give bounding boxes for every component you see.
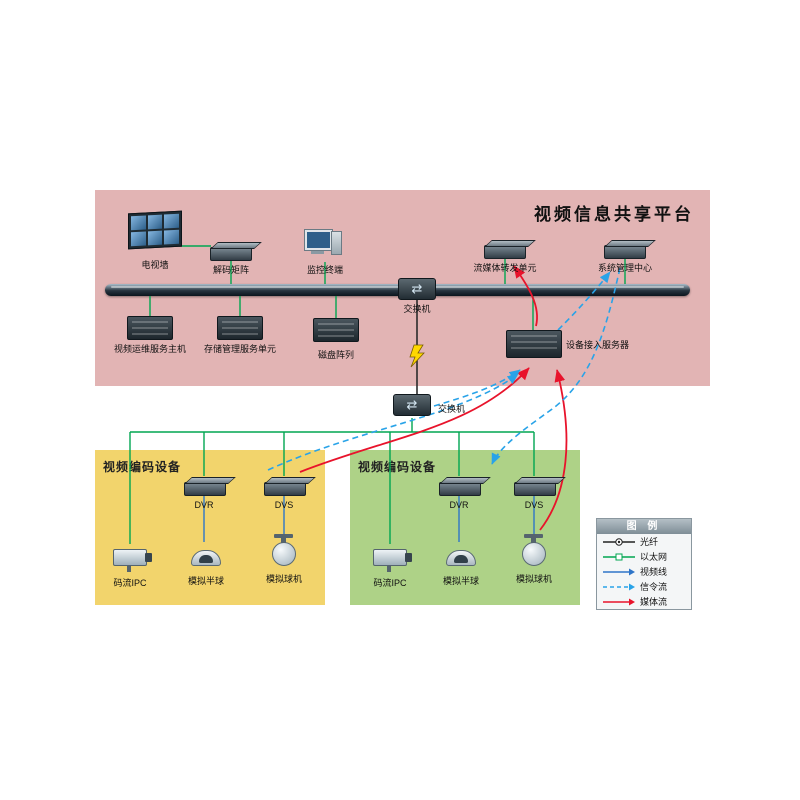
- om-host-icon: [127, 316, 173, 340]
- device-decoder: 解码矩阵: [208, 240, 254, 276]
- device-storage-unit: 存储管理服务单元: [198, 316, 282, 355]
- device-om-host: 视频运维服务主机: [108, 316, 192, 355]
- disk-array-icon: [313, 318, 359, 342]
- dvr-icon: [184, 482, 226, 496]
- device-stream-unit: 流媒体转发单元: [465, 238, 545, 274]
- media-line-icon: [603, 598, 635, 605]
- storage-unit-label: 存储管理服务单元: [203, 344, 276, 354]
- screen-cell: [131, 231, 146, 247]
- device-switch-top: ⇄ 交换机: [397, 278, 437, 315]
- screen-cell: [147, 214, 163, 230]
- screen-cell: [164, 229, 179, 245]
- disk-array-label: 磁盘阵列: [317, 350, 354, 360]
- screen-cell: [131, 215, 146, 231]
- device-ipc-right: 码流IPC: [366, 544, 414, 589]
- dome-label: 模拟半球: [442, 576, 479, 586]
- box-camera-icon: [113, 549, 152, 572]
- legend-item-media: 媒体流: [597, 594, 691, 609]
- access-server-icon: [506, 330, 562, 358]
- device-monitor-terminal: 监控终端: [299, 230, 351, 276]
- ball-label: 模拟球机: [265, 574, 302, 584]
- decoder-icon: [210, 247, 252, 261]
- stream-unit-label: 流媒体转发单元: [473, 263, 537, 273]
- device-ball-right: 模拟球机: [514, 532, 554, 585]
- monitor-screen-icon: [305, 230, 332, 250]
- encoder-zone-left: 视频编码设备: [95, 450, 325, 605]
- device-disk-array: 磁盘阵列: [306, 318, 366, 361]
- device-dvs-left: DVS: [264, 475, 306, 511]
- ptz-camera-icon: [522, 534, 546, 566]
- device-tv-wall: 电视墙: [125, 210, 185, 271]
- access-server-label: 设备接入服务器: [566, 340, 630, 350]
- switch-bottom-label: 交换机: [438, 404, 466, 414]
- dvs-icon: [264, 482, 306, 496]
- legend-label: 以太网: [640, 552, 668, 562]
- screen-cell: [164, 213, 179, 229]
- device-ball-left: 模拟球机: [264, 532, 304, 585]
- decoder-label: 解码矩阵: [212, 265, 249, 275]
- legend-label: 视频线: [640, 567, 668, 577]
- switch-icon: ⇄: [393, 394, 431, 416]
- legend-item-fiber: 光纤: [597, 534, 691, 549]
- dvr-label: DVR: [194, 500, 214, 510]
- device-sys-center: 系统管理中心: [585, 238, 665, 274]
- ethernet-line-icon: [603, 553, 635, 560]
- legend-label: 媒体流: [640, 597, 668, 607]
- box-camera-icon: [373, 549, 412, 572]
- pc-tower-icon: [331, 231, 342, 255]
- dome-label: 模拟半球: [187, 576, 224, 586]
- device-dvs-right: DVS: [514, 475, 556, 511]
- device-ipc-left: 码流IPC: [106, 544, 154, 589]
- legend-item-ethernet: 以太网: [597, 549, 691, 564]
- switch-top-label: 交换机: [403, 304, 431, 314]
- dvr-icon: [439, 482, 481, 496]
- dvr-label: DVR: [449, 500, 469, 510]
- legend: 图 例 光纤 以太网 视频线: [596, 518, 692, 610]
- monitor-terminal-label: 监控终端: [306, 265, 343, 275]
- legend-label: 信令流: [640, 582, 668, 592]
- device-access-server: [506, 330, 562, 358]
- ipc-label: 码流IPC: [373, 578, 407, 588]
- dvs-label: DVS: [274, 500, 294, 510]
- switch-icon: ⇄: [398, 278, 436, 300]
- monitor-terminal-icon: [305, 230, 345, 257]
- fiber-line-icon: [603, 537, 635, 546]
- sys-center-label: 系统管理中心: [597, 263, 652, 273]
- device-dvr-right: DVR: [439, 475, 481, 511]
- video-line-icon: [603, 568, 635, 575]
- screen-cell: [147, 230, 163, 246]
- monitor-stand-icon: [311, 251, 324, 254]
- encoder-zone-left-title: 视频编码设备: [103, 460, 182, 474]
- ball-label: 模拟球机: [515, 574, 552, 584]
- tv-wall-icon: [128, 210, 182, 250]
- legend-label: 光纤: [640, 537, 659, 547]
- dome-camera-icon: [446, 550, 476, 566]
- signal-line-icon: [603, 583, 635, 590]
- dome-camera-icon: [191, 550, 221, 566]
- legend-item-signal: 信令流: [597, 579, 691, 594]
- platform-title: 视频信息共享平台: [534, 205, 694, 224]
- device-dvr-left: DVR: [184, 475, 226, 511]
- ptz-camera-icon: [272, 534, 296, 566]
- switch-arrows-icon: ⇄: [411, 281, 423, 296]
- om-host-label: 视频运维服务主机: [113, 344, 186, 354]
- dvs-label: DVS: [524, 500, 544, 510]
- ipc-label: 码流IPC: [113, 578, 147, 588]
- encoder-zone-right-title: 视频编码设备: [358, 460, 437, 474]
- legend-title: 图 例: [597, 519, 691, 534]
- switch-arrows-icon: ⇄: [406, 397, 418, 412]
- stream-unit-icon: [484, 245, 526, 259]
- storage-unit-icon: [217, 316, 263, 340]
- dvs-icon: [514, 482, 556, 496]
- device-dome-right: 模拟半球: [441, 540, 481, 587]
- device-dome-left: 模拟半球: [186, 540, 226, 587]
- device-switch-bottom: ⇄: [392, 394, 432, 416]
- legend-item-video: 视频线: [597, 564, 691, 579]
- sys-center-icon: [604, 245, 646, 259]
- tv-wall-label: 电视墙: [141, 260, 169, 270]
